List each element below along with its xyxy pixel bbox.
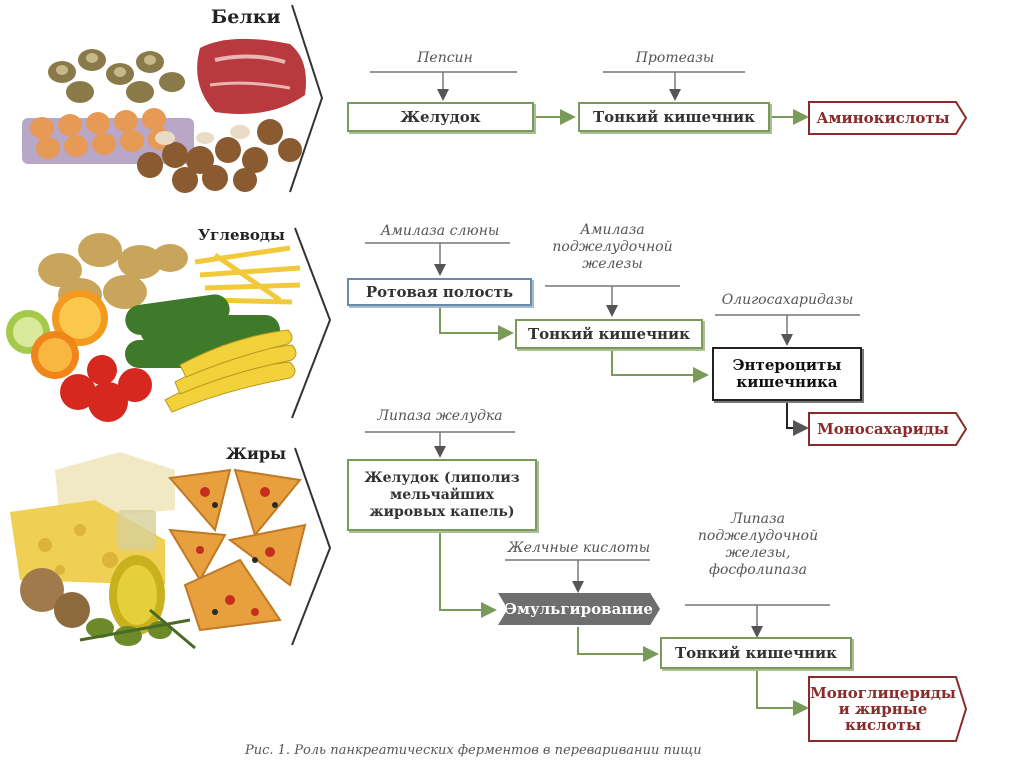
carb-enterocytes-box: Энтероциты кишечника <box>712 347 862 401</box>
enzyme-pancreatic-lipase: Липаза поджелудочной железы, фосфолипаза <box>697 511 819 578</box>
protein-stomach-box: Желудок <box>347 102 534 132</box>
fat-foods-illustration <box>10 452 307 650</box>
fat-small-intestine-box: Тонкий кишечник <box>660 637 852 669</box>
category-proteins: Белки <box>211 6 281 28</box>
enzyme-bile-acids: Желчные кислоты <box>507 540 651 556</box>
protein-result: Аминокислоты <box>816 109 950 127</box>
enzyme-gastric-lipase: Липаза желудка <box>377 408 503 424</box>
food-illustrations <box>6 4 332 650</box>
category-carbs: Углеводы <box>198 226 285 244</box>
carb-foods-illustration <box>6 233 301 422</box>
protein-foods-illustration <box>22 38 306 193</box>
enzyme-proteases: Протеазы <box>635 50 715 66</box>
figure-caption: Рис. 1. Роль панкреатических ферментов в… <box>245 743 702 758</box>
enzyme-pepsin: Пепсин <box>417 50 473 66</box>
protein-result-arrow <box>808 101 968 135</box>
enzyme-saliva-amylase: Амилаза слюны <box>380 223 500 239</box>
protein-small-intestine-box: Тонкий кишечник <box>578 102 770 132</box>
enzyme-pancreatic-amylase: Амилаза поджелудочной железы <box>552 222 673 272</box>
carb-oral-cavity-box: Ротовая полость <box>347 278 532 306</box>
carb-small-intestine-box: Тонкий кишечник <box>515 319 703 349</box>
fat-result: Моноглицериды и жирные кислоты <box>810 684 956 734</box>
fat-emulsification-box: Эмульгирование <box>498 593 660 625</box>
fat-stomach-box: Желудок (липолиз мельчайших жировых капе… <box>347 459 537 531</box>
carb-result-arrow <box>808 412 968 446</box>
carb-result: Моносахариды <box>817 420 949 438</box>
enzyme-oligosaccharidases: Олигосахаридазы <box>721 292 854 308</box>
fat-result-arrow <box>808 676 968 742</box>
bracket-lines <box>289 4 332 646</box>
category-fats: Жиры <box>226 444 287 463</box>
